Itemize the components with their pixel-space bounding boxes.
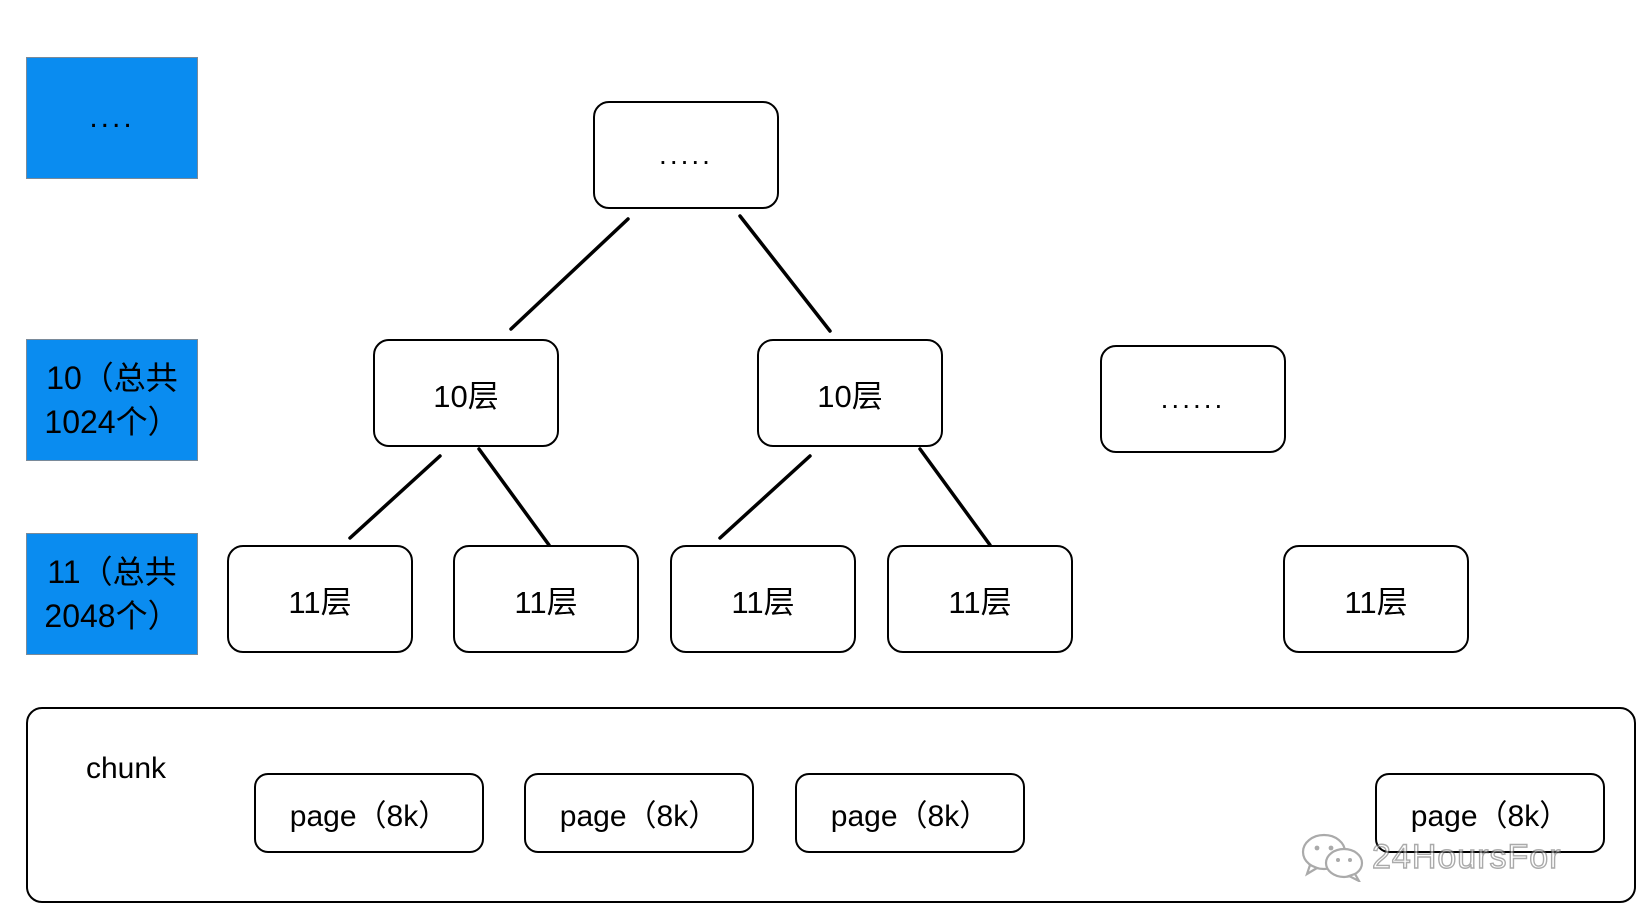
tree-node-label: 11层 <box>948 584 1012 620</box>
wechat-icon <box>1301 833 1364 882</box>
legend-box-top: .... <box>26 57 198 179</box>
legend-box-level-10: 10（总共 1024个） <box>26 339 198 461</box>
tree-node-label: 11层 <box>1344 584 1408 620</box>
edge-root-right <box>738 214 832 333</box>
legend-top-label: .... <box>89 101 135 134</box>
page-label: page（8k） <box>1410 800 1570 833</box>
tree-node-label: ...... <box>1160 383 1226 414</box>
tree-node-root: ..... <box>593 101 779 209</box>
edge-root-left <box>509 217 630 331</box>
page-label: page（8k） <box>289 800 449 833</box>
edge-10b-right <box>918 447 992 547</box>
page-box: page（8k） <box>1375 773 1605 853</box>
page-label: page（8k） <box>559 800 719 833</box>
edge-10a-left <box>348 454 442 540</box>
edge-10b-left <box>718 454 812 540</box>
page-box: page（8k） <box>524 773 754 853</box>
edge-10a-right <box>477 447 551 547</box>
legend-level-10-label: 10（总共 1024个） <box>44 360 180 440</box>
tree-node-level-11: 11层 <box>670 545 856 653</box>
tree-node-label: 10层 <box>433 378 499 414</box>
tree-node-label: 11层 <box>288 584 352 620</box>
page-box: page（8k） <box>254 773 484 853</box>
chunk-container <box>26 707 1636 903</box>
tree-node-level-11: 11层 <box>227 545 413 653</box>
legend-level-11-label: 11（总共 2048个） <box>44 554 180 634</box>
tree-node-level-10: 10层 <box>373 339 559 447</box>
tree-node-label: 11层 <box>514 584 578 620</box>
tree-node-root-label: ..... <box>659 139 713 170</box>
tree-node-level-10-ellipsis: ...... <box>1100 345 1286 453</box>
tree-node-level-11: 11层 <box>887 545 1073 653</box>
tree-node-level-10: 10层 <box>757 339 943 447</box>
legend-box-level-11: 11（总共 2048个） <box>26 533 198 655</box>
chunk-label: chunk <box>86 752 167 785</box>
page-box: page（8k） <box>795 773 1025 853</box>
tree-node-label: 10层 <box>817 378 883 414</box>
tree-node-label: 11层 <box>731 584 795 620</box>
page-label: page（8k） <box>830 800 990 833</box>
tree-node-level-11: 11层 <box>453 545 639 653</box>
tree-node-level-11: 11层 <box>1283 545 1469 653</box>
watermark: 24HoursFor <box>1300 832 1562 882</box>
watermark-text: 24HoursFor <box>1371 837 1562 876</box>
